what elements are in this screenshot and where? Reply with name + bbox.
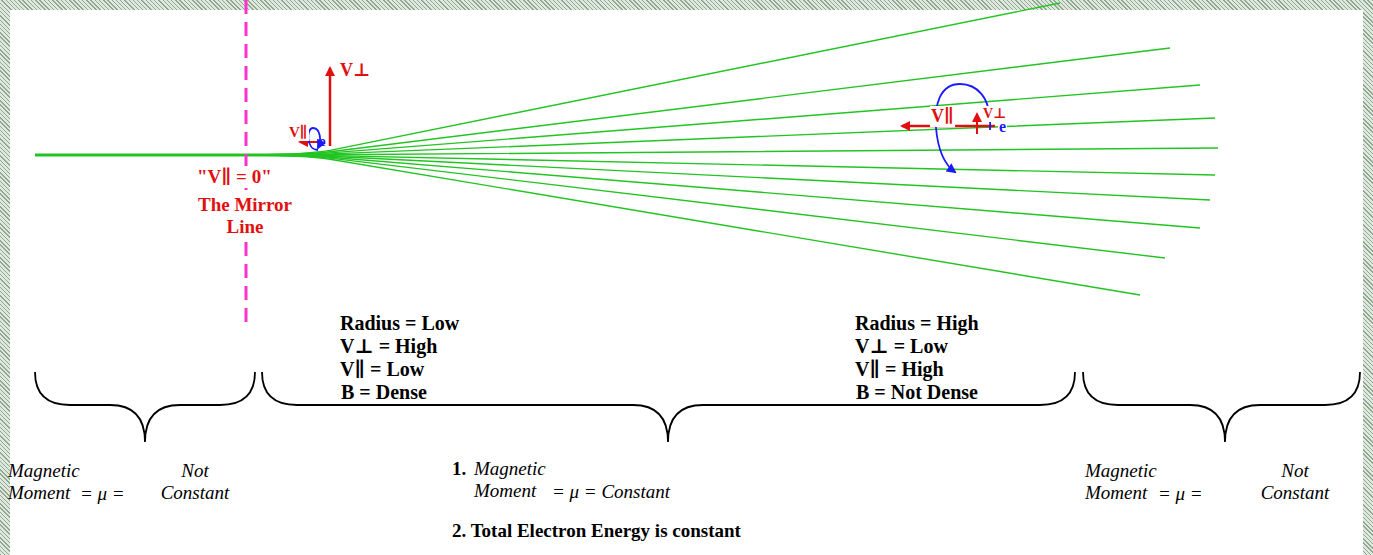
property-text: V⊥ = Low — [855, 335, 948, 358]
region-note: = μ = Constant — [552, 481, 670, 503]
field-line — [35, 148, 1218, 155]
velocity-label: V∥ — [288, 124, 309, 141]
velocity-label: V∥ — [930, 106, 955, 127]
velocity-label: V⊥ — [340, 60, 370, 81]
field-line — [35, 155, 1140, 295]
property-text: Radius = High — [855, 312, 979, 335]
region-note: Not Constant — [150, 460, 240, 504]
electron-label: e — [998, 118, 1007, 136]
property-text: V⊥ = High — [340, 335, 437, 358]
gyration-loop — [308, 128, 320, 150]
field-line-bundle — [35, 154, 320, 157]
region-note: = μ = — [80, 483, 125, 505]
v-perp-arrow — [329, 68, 332, 146]
property-text: V∥ = High — [855, 358, 944, 381]
property-text: Radius = Low — [340, 312, 459, 335]
background-panel — [10, 10, 1363, 555]
gyration-loop — [936, 84, 991, 172]
field-line — [35, 48, 1170, 155]
electron-label: e — [319, 133, 326, 150]
region-note: Magnetic Moment — [1085, 460, 1170, 504]
region-note: = μ = — [1158, 483, 1203, 505]
field-line — [35, 85, 1200, 155]
mirror-line — [245, 0, 248, 325]
list-number: 1. — [452, 458, 466, 480]
region-note: Not Constant — [1250, 460, 1340, 504]
field-line — [35, 155, 1165, 258]
curly-braces — [35, 372, 1360, 442]
field-line — [35, 3, 1060, 155]
mirror-condition: "V∥ = 0" — [196, 166, 273, 188]
magnetic-field-lines — [35, 3, 1218, 295]
region-note: Magnetic Moment — [474, 458, 559, 502]
region-note: 2. Total Electron Energy is constant — [452, 520, 741, 542]
property-text: B = Dense — [340, 381, 428, 404]
v-perp-arrow — [976, 114, 978, 134]
property-text: V∥ = Low — [340, 358, 424, 381]
mirror-line-label: The Mirror Line — [188, 194, 302, 238]
property-text: B = Not Dense — [855, 381, 979, 404]
